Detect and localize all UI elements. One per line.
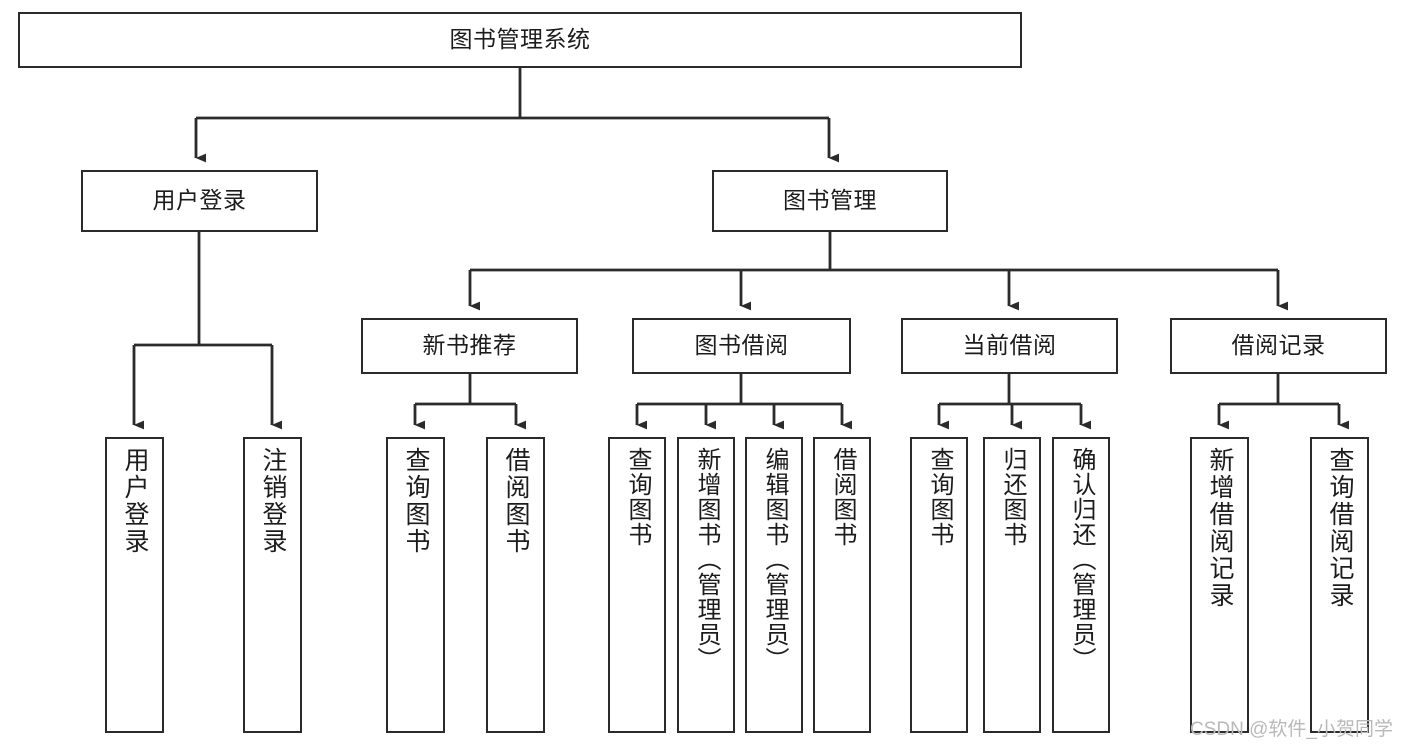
- node-leaf-query-book-borrow[interactable]: 查询图书: [608, 437, 666, 733]
- node-user-login-label: 用户登录: [152, 187, 247, 214]
- node-leaf-query-borrow-record[interactable]: 查询借阅记录: [1310, 437, 1369, 733]
- node-leaf-add-borrow-record[interactable]: 新增借阅记录: [1190, 437, 1249, 733]
- node-book-manage[interactable]: 图书管理: [712, 170, 948, 232]
- node-root[interactable]: 图书管理系统: [18, 12, 1022, 68]
- node-leaf-query-borrow-record-label: 查询借阅记录: [1326, 447, 1354, 609]
- node-leaf-query-book-current-label: 查询图书: [926, 447, 953, 547]
- node-book-borrow[interactable]: 图书借阅: [632, 318, 851, 374]
- node-leaf-borrow-book[interactable]: 借阅图书: [813, 437, 871, 733]
- node-leaf-borrow-book-label: 借阅图书: [829, 447, 856, 547]
- node-leaf-query-book-new-label: 查询图书: [402, 447, 430, 555]
- node-leaf-add-book-admin[interactable]: 新增图书（管理员）: [677, 437, 735, 733]
- node-leaf-return-book[interactable]: 归还图书: [983, 437, 1041, 733]
- node-current-borrow[interactable]: 当前借阅: [901, 318, 1118, 374]
- node-leaf-logout-login-label: 注销登录: [259, 447, 287, 555]
- node-new-book-recommend-label: 新书推荐: [422, 332, 517, 359]
- node-leaf-query-book-current[interactable]: 查询图书: [910, 437, 968, 733]
- node-book-borrow-label: 图书借阅: [694, 332, 789, 359]
- node-leaf-borrow-book-new[interactable]: 借阅图书: [486, 437, 545, 733]
- node-leaf-add-book-admin-label: 新增图书（管理员）: [693, 447, 720, 672]
- node-book-manage-label: 图书管理: [783, 187, 877, 214]
- node-new-book-recommend[interactable]: 新书推荐: [361, 318, 578, 374]
- node-leaf-user-login-label: 用户登录: [121, 447, 149, 555]
- node-current-borrow-label: 当前借阅: [962, 332, 1057, 359]
- node-leaf-edit-book-admin-label: 编辑图书（管理员）: [761, 447, 788, 672]
- node-leaf-logout-login[interactable]: 注销登录: [243, 437, 302, 733]
- node-leaf-user-login[interactable]: 用户登录: [105, 437, 164, 733]
- node-leaf-confirm-return-admin[interactable]: 确认归还（管理员）: [1052, 437, 1110, 733]
- node-leaf-return-book-label: 归还图书: [999, 447, 1026, 547]
- node-borrow-record[interactable]: 借阅记录: [1170, 318, 1387, 374]
- node-leaf-add-borrow-record-label: 新增借阅记录: [1206, 447, 1234, 609]
- node-leaf-query-book-borrow-label: 查询图书: [624, 447, 651, 547]
- node-user-login[interactable]: 用户登录: [81, 170, 318, 232]
- node-leaf-query-book-new[interactable]: 查询图书: [386, 437, 445, 733]
- node-root-label: 图书管理系统: [449, 26, 591, 53]
- node-leaf-confirm-return-admin-label: 确认归还（管理员）: [1068, 447, 1095, 672]
- watermark: CSDN @软件_小贺同学: [1190, 719, 1393, 740]
- node-leaf-borrow-book-new-label: 借阅图书: [502, 447, 530, 555]
- node-leaf-edit-book-admin[interactable]: 编辑图书（管理员）: [745, 437, 803, 733]
- node-borrow-record-label: 借阅记录: [1231, 332, 1326, 359]
